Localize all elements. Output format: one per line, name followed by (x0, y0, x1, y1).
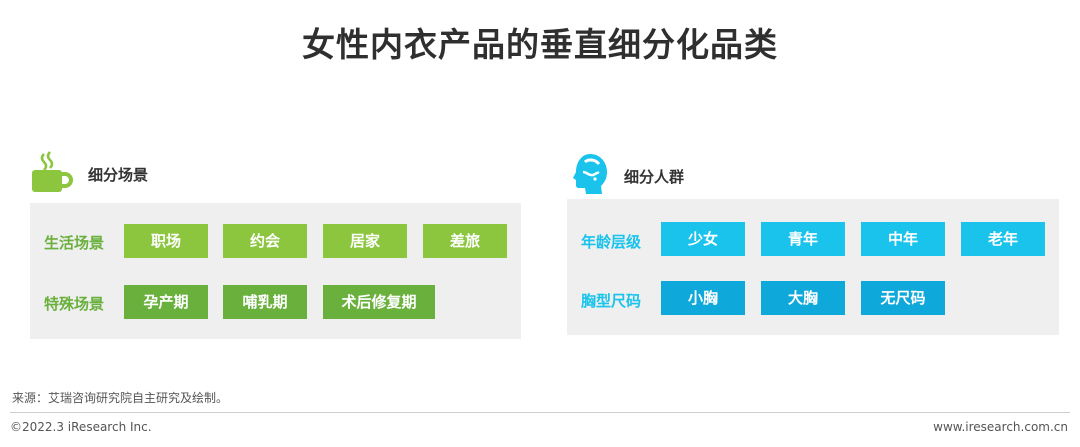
row-label-age: 年龄层级 (581, 233, 642, 251)
scenario-section-header: 细分场景 (30, 150, 148, 198)
row-label-size: 胸型尺码 (581, 292, 642, 310)
scenario-panel: 生活场景 职场 约会 居家 差旅 特殊场景 孕产期 哺乳期 术后修复期 (30, 203, 521, 339)
tag-workplace: 职场 (124, 224, 208, 258)
tag-girl: 少女 (661, 222, 745, 256)
tag-large-bust: 大胸 (761, 281, 845, 315)
tag-pregnancy: 孕产期 (124, 285, 208, 319)
footer-divider (10, 412, 1070, 413)
tag-small-bust: 小胸 (661, 281, 745, 315)
tag-postsurgery: 术后修复期 (323, 285, 435, 319)
scenario-heading: 细分场景 (88, 165, 149, 184)
population-heading: 细分人群 (624, 167, 685, 186)
coffee-cup-icon (30, 150, 74, 198)
row-label-life: 生活场景 (44, 234, 105, 252)
tag-date: 约会 (223, 224, 307, 258)
head-profile-icon (568, 152, 610, 200)
source-note: 来源：艾瑞咨询研究院自主研究及绘制。 (12, 391, 229, 405)
population-panel: 年龄层级 少女 青年 中年 老年 胸型尺码 小胸 大胸 无尺码 (567, 199, 1059, 335)
tag-nursing: 哺乳期 (223, 285, 307, 319)
website-link[interactable]: www.iresearch.com.cn (933, 420, 1068, 434)
tag-elderly: 老年 (961, 222, 1045, 256)
tag-middle-age: 中年 (861, 222, 945, 256)
tag-youth: 青年 (761, 222, 845, 256)
tag-sizeless: 无尺码 (861, 281, 945, 315)
copyright: ©2022.3 iResearch Inc. (10, 420, 152, 434)
tag-home: 居家 (323, 224, 407, 258)
page-title: 女性内衣产品的垂直细分化品类 (302, 25, 778, 64)
tag-travel: 差旅 (423, 224, 507, 258)
population-section-header: 细分人群 (568, 152, 684, 200)
row-label-special: 特殊场景 (44, 295, 105, 313)
